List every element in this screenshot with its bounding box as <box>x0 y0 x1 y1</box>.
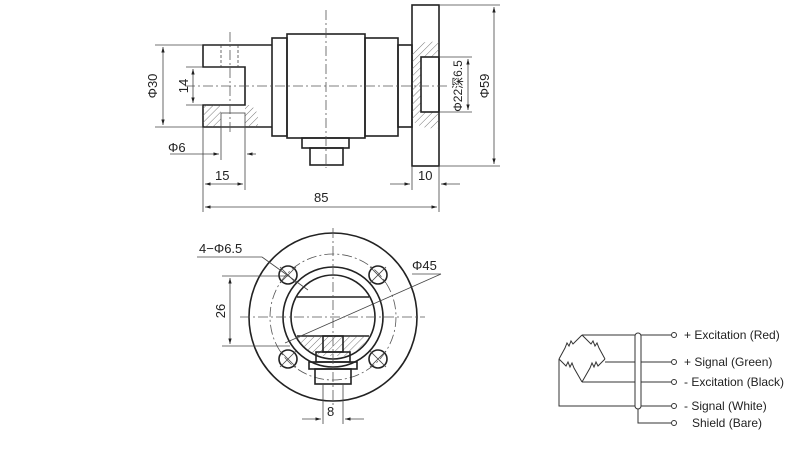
dim-14: 14 <box>176 79 191 93</box>
dim-8: 8 <box>327 404 334 419</box>
dim-phi45: Φ45 <box>412 258 437 273</box>
left-collar <box>271 37 288 137</box>
terminal-excitation-minus: - Excitation (Black) <box>684 375 784 389</box>
terminal-shield: Shield (Bare) <box>692 416 762 430</box>
flange-bore <box>420 56 440 113</box>
section-hatch <box>203 105 221 127</box>
dim-phi22-depth: Φ22深6.5 <box>451 60 465 112</box>
wheatstone-bridge <box>558 334 606 383</box>
wires <box>558 332 671 424</box>
bolt-holes <box>278 265 388 369</box>
right-collar <box>364 37 399 137</box>
terminal-signal-minus: - Signal (White) <box>684 399 767 413</box>
front-view: 4−Φ6.5 Φ45 26 8 <box>197 228 442 424</box>
dim-15: 15 <box>215 168 229 183</box>
terminal-signal-plus: + Signal (Green) <box>684 355 772 369</box>
dim-phi59: Φ59 <box>477 74 492 99</box>
dim-26: 26 <box>213 304 228 318</box>
dim-phi6: Φ6 <box>168 140 186 155</box>
connector <box>309 147 344 166</box>
side-view: Φ30 14 Φ6 15 85 10 Φ59 Φ22深6.5 <box>145 4 500 212</box>
flange-section-hatch <box>412 41 439 129</box>
dim-85: 85 <box>314 190 328 205</box>
cable-shield <box>634 332 642 410</box>
terminal-excitation-plus: + Excitation (Red) <box>684 328 780 342</box>
dim-phi30: Φ30 <box>145 74 160 99</box>
section-hatch <box>245 105 258 127</box>
dim-10: 10 <box>418 168 432 183</box>
wiring-diagram: + Excitation (Red) + Signal (Green) - Ex… <box>558 328 784 430</box>
terminals <box>671 332 677 426</box>
pin-hole <box>220 112 246 128</box>
dim-4-holes-phi6-5: 4−Φ6.5 <box>199 241 242 256</box>
connector-base <box>301 137 350 149</box>
